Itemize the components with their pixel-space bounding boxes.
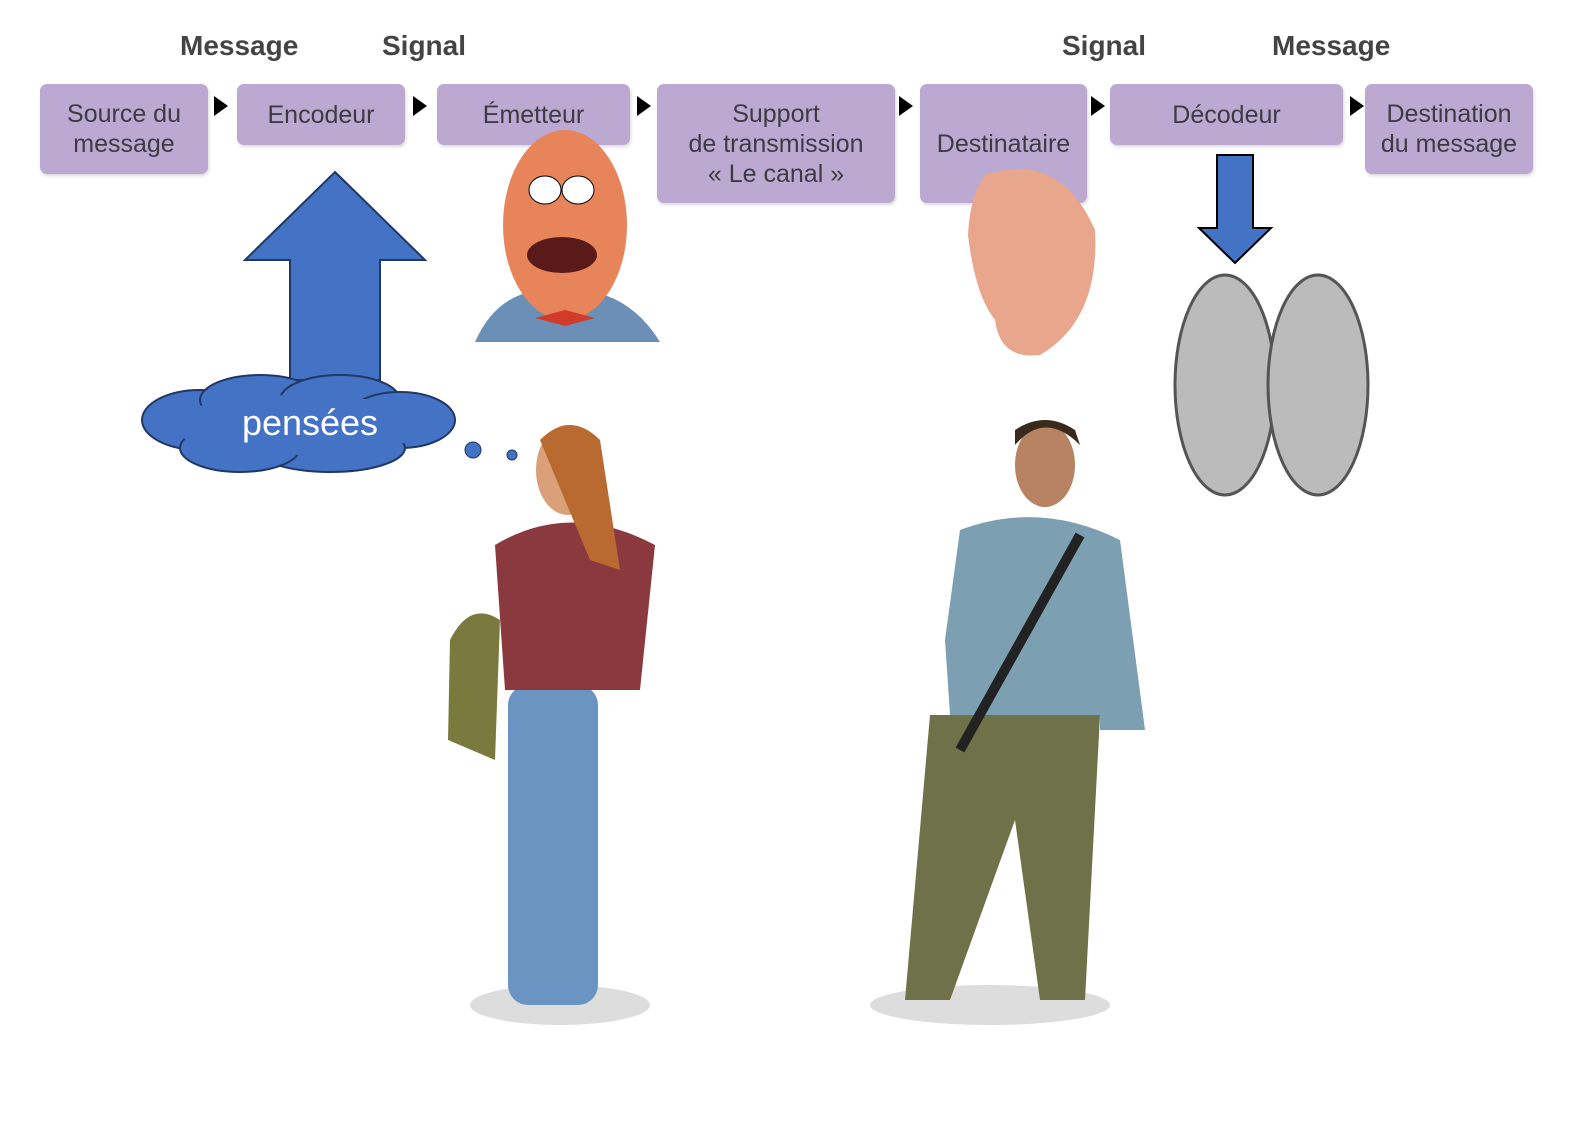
flow-arrow	[413, 96, 427, 116]
up-arrow	[242, 170, 428, 381]
box-source: Source du message	[40, 84, 208, 174]
man-illustration	[870, 420, 1145, 1025]
flow-arrow	[214, 96, 228, 116]
flow-arrow	[1091, 96, 1105, 116]
box-support: Support de transmission « Le canal »	[657, 84, 895, 203]
down-arrow	[1196, 154, 1274, 265]
box-emetteur: Émetteur	[437, 84, 630, 145]
label-signal-left: Signal	[382, 30, 467, 61]
thought-dot	[506, 449, 518, 461]
label-message-right: Message	[1272, 30, 1391, 61]
cartoon-face-illustration	[475, 130, 660, 342]
brain-illustration	[1173, 273, 1370, 497]
box-destination: Destination du message	[1365, 84, 1533, 174]
label-signal-right: Signal	[1062, 30, 1147, 61]
cloud-label: pensées	[241, 402, 379, 443]
box-encodeur: Encodeur	[237, 84, 405, 145]
flow-arrow	[899, 96, 913, 116]
woman-illustration	[448, 425, 655, 1025]
thought-cloud	[141, 374, 456, 473]
label-message-left: Message	[180, 30, 299, 61]
thought-dot	[464, 441, 482, 459]
ear-illustration	[968, 169, 1096, 356]
flow-arrow	[637, 96, 651, 116]
flow-arrow	[1350, 96, 1364, 116]
box-decodeur: Décodeur	[1110, 84, 1343, 145]
